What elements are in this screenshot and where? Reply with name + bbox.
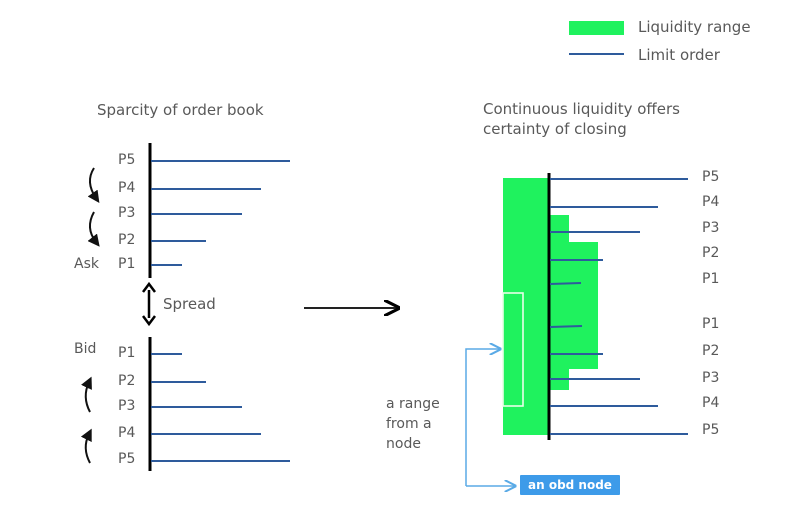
right-ask-label-p3: P3 [702,220,720,236]
left-ask-curved-arrow-2 [87,211,100,247]
annotation-line2: from a [386,416,432,432]
right-ask-label-p2: P2 [702,245,720,261]
left-ask-label-p2: P2 [118,232,136,248]
legend-limit-order-label: Limit order [638,46,720,64]
right-ask-label-p1: P1 [702,271,720,287]
bid-label: Bid [74,341,97,357]
right-bid-label-p2: P2 [702,343,720,359]
spread-arrow-top-head [142,281,156,293]
right-ask-label-p5: P5 [702,169,720,185]
left-ask-label-p1: P1 [118,256,136,272]
left-bid-label-p1: P1 [118,345,136,361]
right-bid-label-p3: P3 [702,370,720,386]
right-ask-order-p1 [549,282,582,285]
legend-liquidity-label: Liquidity range [638,18,751,36]
left-bid-label-p4: P4 [118,425,136,441]
annotation-line1: a range [386,396,440,412]
obd-node-box: an obd node [520,475,620,495]
left-bid-curved-arrow-2 [80,428,92,464]
right-panel-title-line2: certainty of closing [483,120,627,138]
right-bid-label-p5: P5 [702,422,720,438]
left-bid-label-p5: P5 [118,451,136,467]
legend-liquidity-swatch [569,21,624,35]
liquidity-range-left [503,178,549,435]
left-ask-label-p3: P3 [118,205,136,221]
left-panel-title: Sparcity of order book [97,101,264,119]
liquidity-range-inner [549,242,598,369]
right-ask-label-p4: P4 [702,194,720,210]
left-ask-label-p5: P5 [118,152,136,168]
annotation-line3: node [386,436,421,452]
left-bid-label-p2: P2 [118,373,136,389]
right-panel-title-line1: Continuous liquidity offers [483,100,680,118]
right-bid-label-p4: P4 [702,395,720,411]
right-bid-order-p1 [549,325,583,328]
left-bid-label-p3: P3 [118,398,136,414]
ask-label: Ask [74,256,99,272]
right-bid-label-p1: P1 [702,316,720,332]
node-connector-arrow-to-range [465,349,500,486]
left-bid-curved-arrow-1 [81,376,92,413]
spread-label: Spread [163,295,216,313]
left-ask-label-p4: P4 [118,180,136,196]
spread-arrow-bottom-head [142,315,156,327]
node-range-bracket [502,292,524,407]
left-ask-curved-arrow-1 [87,167,100,203]
